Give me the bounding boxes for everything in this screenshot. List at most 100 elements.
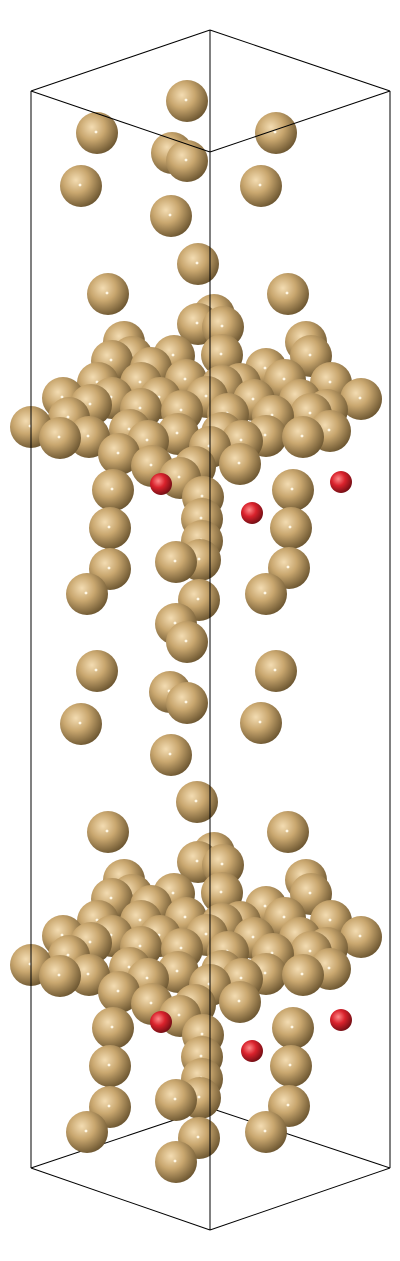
gold-atom — [98, 971, 140, 1013]
gold-atom — [87, 273, 129, 315]
atom-highlight — [138, 406, 142, 410]
gold-atom — [282, 416, 324, 458]
gold-atom — [92, 469, 134, 511]
gold-atom — [155, 1141, 197, 1183]
gold-atom — [267, 273, 309, 315]
gold-atom — [255, 112, 297, 154]
atom-highlight — [328, 380, 332, 384]
gold-atom — [66, 573, 108, 615]
red-atom — [241, 1040, 263, 1062]
atom-highlight — [60, 933, 64, 937]
atom-highlight — [358, 934, 362, 938]
atom-highlight — [149, 1001, 153, 1005]
atom-highlight — [199, 1054, 203, 1058]
atom-highlight — [200, 1032, 204, 1036]
atom-highlight — [107, 525, 111, 529]
atom-highlight — [251, 935, 255, 939]
gold-atom — [219, 981, 261, 1023]
atom-highlight — [273, 130, 277, 134]
atom-highlight — [88, 940, 92, 944]
atom-highlight — [263, 591, 267, 595]
atom-highlight — [184, 639, 188, 643]
gold-atom — [166, 140, 208, 182]
atom-highlight — [197, 557, 201, 561]
atom-highlight — [177, 475, 181, 479]
atom-highlight — [109, 896, 113, 900]
gold-atom — [150, 195, 192, 237]
atom-highlight — [149, 463, 153, 467]
atom-highlight — [179, 946, 183, 950]
atom-highlight — [175, 431, 179, 435]
atoms-layer — [10, 80, 382, 1183]
gold-atom — [340, 916, 382, 958]
atom-highlight — [171, 891, 175, 895]
gold-atom — [245, 573, 287, 615]
atom-highlight — [308, 353, 312, 357]
red-atom — [150, 1011, 172, 1033]
atom-highlight — [86, 434, 90, 438]
atom-highlight — [184, 700, 188, 704]
atom-highlight — [239, 976, 243, 980]
atom-highlight — [107, 1063, 111, 1067]
gold-atom — [155, 1079, 197, 1121]
gold-atom — [282, 954, 324, 996]
atom-highlight — [204, 394, 208, 398]
atom-highlight — [183, 915, 187, 919]
gold-atom — [166, 80, 208, 122]
atom-highlight — [66, 415, 70, 419]
atom-highlight — [290, 1025, 294, 1029]
atom-highlight — [184, 98, 188, 102]
gold-atom — [177, 243, 219, 285]
gold-atom — [39, 417, 81, 459]
gold-atom — [166, 682, 208, 724]
atom-highlight — [327, 966, 331, 970]
atom-highlight — [184, 158, 188, 162]
atom-highlight — [84, 591, 88, 595]
atom-highlight — [145, 976, 149, 980]
gold-atom — [340, 378, 382, 420]
atom-highlight — [288, 1063, 292, 1067]
gold-atom — [66, 1111, 108, 1153]
atom-highlight — [285, 291, 289, 295]
atom-highlight — [237, 461, 241, 465]
atom-highlight — [138, 918, 142, 922]
atom-highlight — [179, 408, 183, 412]
atom-highlight — [308, 411, 312, 415]
atom-highlight — [282, 915, 286, 919]
gold-atom — [76, 112, 118, 154]
atom-highlight — [66, 953, 70, 957]
atom-highlight — [94, 668, 98, 672]
atom-highlight — [105, 291, 109, 295]
atom-highlight — [308, 949, 312, 953]
atom-highlight — [197, 1095, 201, 1099]
atom-highlight — [168, 752, 172, 756]
gold-atom — [166, 621, 208, 663]
atom-highlight — [195, 321, 199, 325]
red-atom — [150, 473, 172, 495]
atom-highlight — [88, 402, 92, 406]
atom-highlight — [116, 989, 120, 993]
atom-highlight — [219, 352, 223, 356]
atom-highlight — [263, 433, 267, 437]
atom-highlight — [196, 597, 200, 601]
atom-highlight — [110, 1025, 114, 1029]
atom-highlight — [251, 397, 255, 401]
atom-highlight — [145, 438, 149, 442]
gold-atom — [76, 650, 118, 692]
atom-highlight — [199, 516, 203, 520]
gold-atom — [92, 1007, 134, 1049]
atom-highlight — [282, 377, 286, 381]
gold-atom — [272, 469, 314, 511]
atom-highlight — [300, 434, 304, 438]
atom-highlight — [84, 1129, 88, 1133]
gold-atom — [98, 433, 140, 475]
atom-highlight — [263, 971, 267, 975]
gold-atom — [60, 703, 102, 745]
atom-highlight — [60, 395, 64, 399]
gold-atom — [89, 1045, 131, 1087]
atom-highlight — [258, 183, 262, 187]
atom-highlight — [300, 972, 304, 976]
atom-highlight — [200, 494, 204, 498]
atom-highlight — [107, 1104, 111, 1108]
